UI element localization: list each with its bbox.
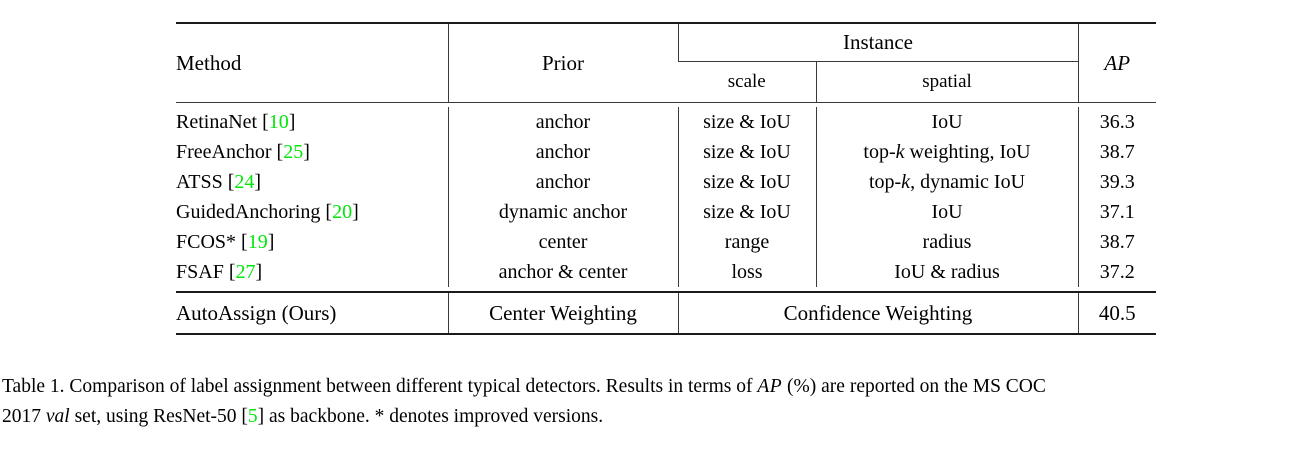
cell-scale: size & IoU	[677, 107, 816, 137]
citation[interactable]: 20	[332, 201, 353, 223]
caption-text-b: (%) are reported on the MS COC	[782, 376, 1046, 397]
citation[interactable]: 24	[234, 171, 255, 193]
cell-prior: anchor	[447, 137, 678, 167]
cell-ap: 39.3	[1077, 167, 1156, 197]
cell-prior-ours: Center Weighting	[447, 293, 678, 334]
citation[interactable]: 19	[247, 231, 268, 253]
cell-ap: 36.3	[1077, 107, 1156, 137]
cell-method: FreeAnchor [25]	[176, 141, 310, 163]
spatial-italic: k	[901, 171, 911, 193]
table-caption: Table 1. Comparison of label assignment …	[2, 372, 1292, 432]
comparison-table: Method Prior Instance AP scale spatial R…	[176, 22, 1156, 336]
citation[interactable]: 27	[235, 261, 256, 283]
spatial-suffix: weighting, IoU	[904, 141, 1031, 163]
cell-method: RetinaNet [10]	[176, 111, 296, 133]
table-row: GuidedAnchoring [20] dynamic anchor size…	[176, 197, 1156, 227]
cell-spatial: IoU	[815, 197, 1078, 227]
table-row-ours: AutoAssign (Ours) Center Weighting Confi…	[176, 293, 1156, 334]
cell-scale: loss	[677, 257, 816, 287]
spatial-prefix: top-	[863, 141, 896, 163]
table-row: FCOS* [19] center range radius 38.7	[176, 227, 1156, 257]
cell-scale: size & IoU	[677, 197, 816, 227]
caption-citation[interactable]: 5	[247, 406, 258, 427]
caption-line1: Table 1. Comparison of label assignment …	[2, 376, 1046, 397]
caption-text-d: ] as backbone. * denotes improved versio…	[257, 406, 604, 427]
cell-scale: size & IoU	[677, 137, 816, 167]
table-row: ATSS [24] anchor size & IoU top-k, dynam…	[176, 167, 1156, 197]
header-prior: Prior	[447, 24, 678, 103]
table-row: RetinaNet [10] anchor size & IoU IoU 36.…	[176, 107, 1156, 137]
table-row: FreeAnchor [25] anchor size & IoU top-k …	[176, 137, 1156, 167]
cell-method-ours: AutoAssign (Ours)	[176, 301, 337, 325]
cell-spatial: IoU & radius	[815, 257, 1078, 287]
spatial-suffix: IoU	[931, 111, 963, 133]
table-bottom-rule	[176, 333, 1156, 336]
cell-prior: anchor	[447, 167, 678, 197]
cell-scale: size & IoU	[677, 167, 816, 197]
spatial-prefix: top-	[868, 171, 902, 193]
header-method: Method	[176, 50, 242, 75]
table-header-row-main: Method Prior Instance AP	[176, 24, 1156, 103]
header-spatial: spatial	[815, 61, 1078, 103]
table-header-row-sub: scale spatial	[176, 61, 1156, 103]
method-name: FreeAnchor	[176, 141, 272, 163]
method-name: GuidedAnchoring	[176, 201, 321, 223]
spatial-italic: k	[895, 141, 905, 163]
cell-method: GuidedAnchoring [20]	[176, 201, 359, 223]
cell-ap: 37.1	[1077, 197, 1156, 227]
spatial-suffix: , dynamic IoU	[910, 171, 1026, 193]
cell-ap: 38.7	[1077, 137, 1156, 167]
cell-prior: anchor	[447, 107, 678, 137]
method-name: FCOS*	[176, 231, 237, 253]
table-row: FSAF [27] anchor & center loss IoU & rad…	[176, 257, 1156, 287]
citation[interactable]: 10	[268, 111, 289, 133]
caption-text-a: Table 1. Comparison of label assignment …	[2, 376, 758, 397]
cell-ap-ours: 40.5	[1077, 293, 1156, 334]
caption-text-c: set, using ResNet-50 [	[69, 406, 248, 427]
comparison-table-container: Method Prior Instance AP scale spatial R…	[176, 22, 1156, 336]
cell-instance-ours: Confidence Weighting	[677, 293, 1078, 334]
caption-val-italic: val	[45, 406, 70, 427]
method-name: ATSS	[176, 171, 223, 193]
caption-year: 2017	[2, 406, 46, 427]
cell-method: ATSS [24]	[176, 171, 262, 193]
header-ap: AP	[1077, 24, 1156, 103]
cell-prior: dynamic anchor	[447, 197, 678, 227]
method-name: RetinaNet	[176, 111, 258, 133]
citation[interactable]: 25	[283, 141, 304, 163]
cell-ap: 37.2	[1077, 257, 1156, 287]
cell-scale: range	[677, 227, 816, 257]
cell-spatial: IoU	[815, 107, 1078, 137]
cell-spatial: top-k weighting, IoU	[815, 137, 1078, 167]
spatial-suffix: IoU & radius	[894, 261, 1000, 283]
spatial-suffix: IoU	[931, 201, 963, 223]
cell-spatial: top-k, dynamic IoU	[815, 167, 1078, 197]
spatial-suffix: radius	[922, 231, 972, 253]
cell-spatial: radius	[815, 227, 1078, 257]
cell-prior: center	[447, 227, 678, 257]
cell-method: FCOS* [19]	[176, 231, 275, 253]
caption-ap-symbol: AP	[757, 376, 783, 397]
caption-line2: 2017 val set, using ResNet-50 [5] as bac…	[2, 402, 1292, 432]
cell-ap: 38.7	[1077, 227, 1156, 257]
method-name: FSAF	[176, 261, 224, 283]
header-scale: scale	[727, 71, 766, 93]
cell-prior: anchor & center	[447, 257, 678, 287]
header-instance: Instance	[677, 24, 1078, 63]
cell-method: FSAF [27]	[176, 261, 263, 283]
header-separator-rule	[176, 102, 1156, 103]
